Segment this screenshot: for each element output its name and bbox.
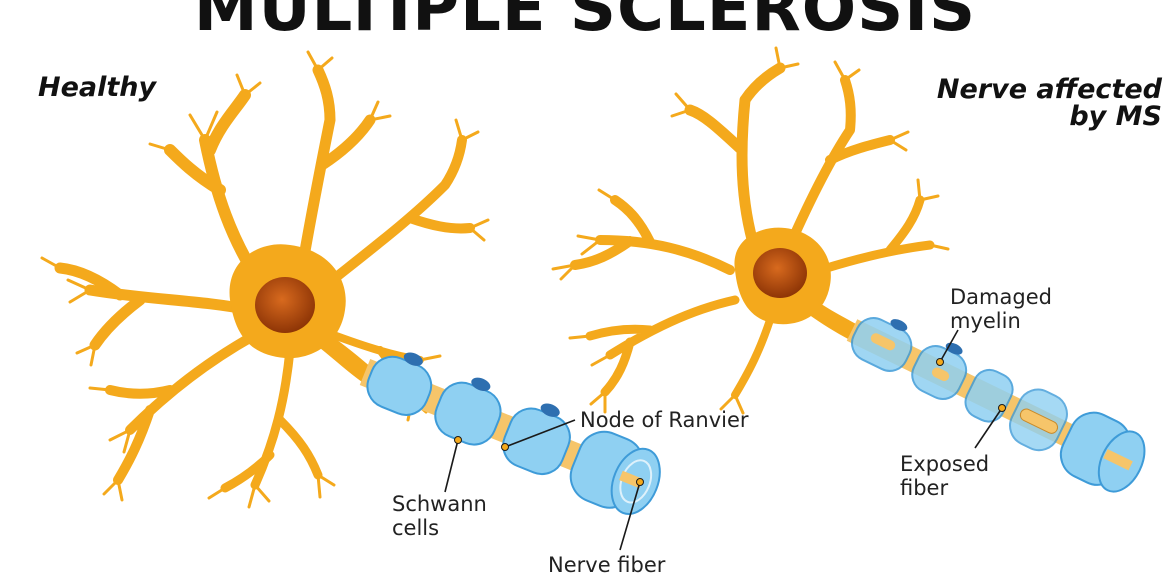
healthy-nucleus [255, 277, 315, 333]
label-node-of-ranvier: Node of Ranvier [580, 408, 749, 432]
label-damaged-myelin: Damaged myelin [950, 285, 1052, 333]
label-schwann-line2: cells [392, 516, 487, 540]
label-exposed-line1: Exposed [900, 452, 989, 476]
label-damaged-line2: myelin [950, 309, 1052, 333]
label-exposed-fiber: Exposed fiber [900, 452, 989, 500]
ms-nucleus [753, 248, 807, 298]
label-nerve-fiber: Nerve fiber [548, 553, 665, 577]
leader-schwann [445, 440, 458, 492]
label-schwann-line1: Schwann [392, 492, 487, 516]
label-exposed-line2: fiber [900, 476, 989, 500]
label-damaged-line1: Damaged [950, 285, 1052, 309]
label-schwann-cells: Schwann cells [392, 492, 487, 540]
